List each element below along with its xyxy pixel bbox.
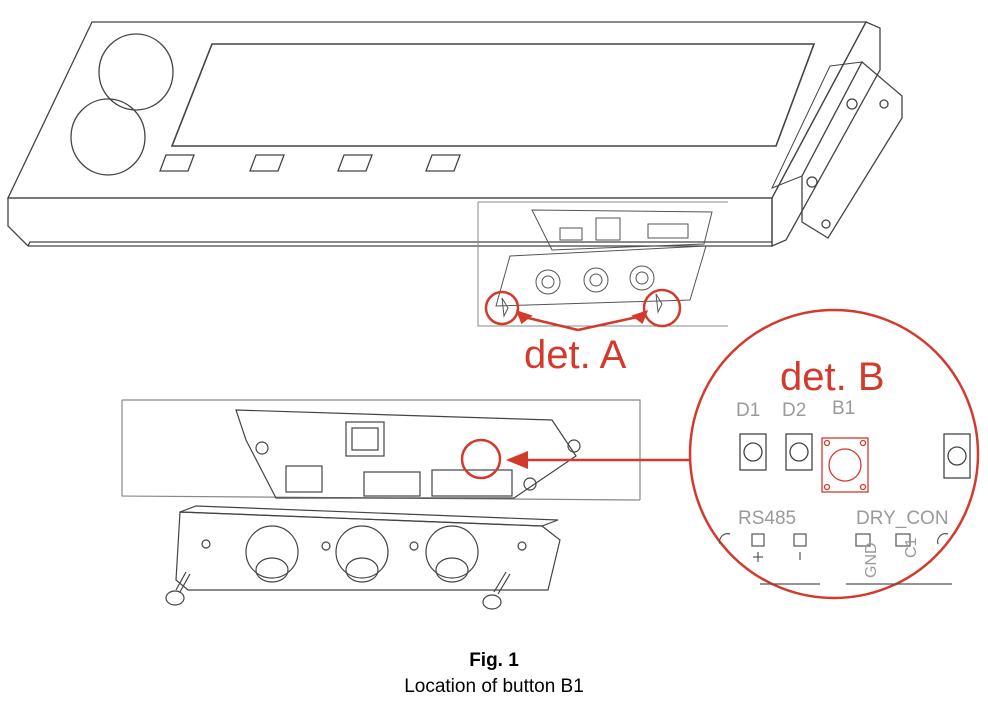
b1-marker: [460, 438, 502, 480]
label-gnd: GND: [863, 542, 880, 578]
label-c1: C1: [903, 537, 920, 558]
label-rs485: RS485: [738, 508, 796, 529]
label-dry-contact: DRY_CON: [856, 508, 949, 529]
exploded-terminal-view: [121, 399, 641, 610]
label-b1: B1: [832, 398, 855, 419]
led-d1: [739, 433, 767, 471]
figure-caption-title: Fig. 1: [469, 650, 519, 671]
detail-a-label: det. A: [524, 333, 627, 377]
screw-marker-left: [484, 290, 520, 326]
detail-b-label: det. B: [780, 355, 885, 399]
figure-caption-subtitle: Location of button B1: [404, 676, 584, 697]
button-b1: [821, 437, 869, 493]
screw-left: [165, 571, 191, 606]
arrow-head: [506, 451, 528, 469]
screw-marker-right: [642, 288, 682, 328]
led-d2: [785, 433, 813, 471]
detail-a-inset: [477, 201, 728, 327]
enclosure-housing: [6, 21, 903, 247]
label-d1: D1: [736, 400, 760, 421]
label-d2: D2: [782, 400, 806, 421]
detail-b-magnifier: det. B D1 D2 B1 RS485 DRY_CON: [688, 308, 980, 600]
detail-a-callout: [484, 288, 682, 332]
screw-right: [482, 571, 511, 610]
b1-location-callout: [460, 438, 690, 480]
